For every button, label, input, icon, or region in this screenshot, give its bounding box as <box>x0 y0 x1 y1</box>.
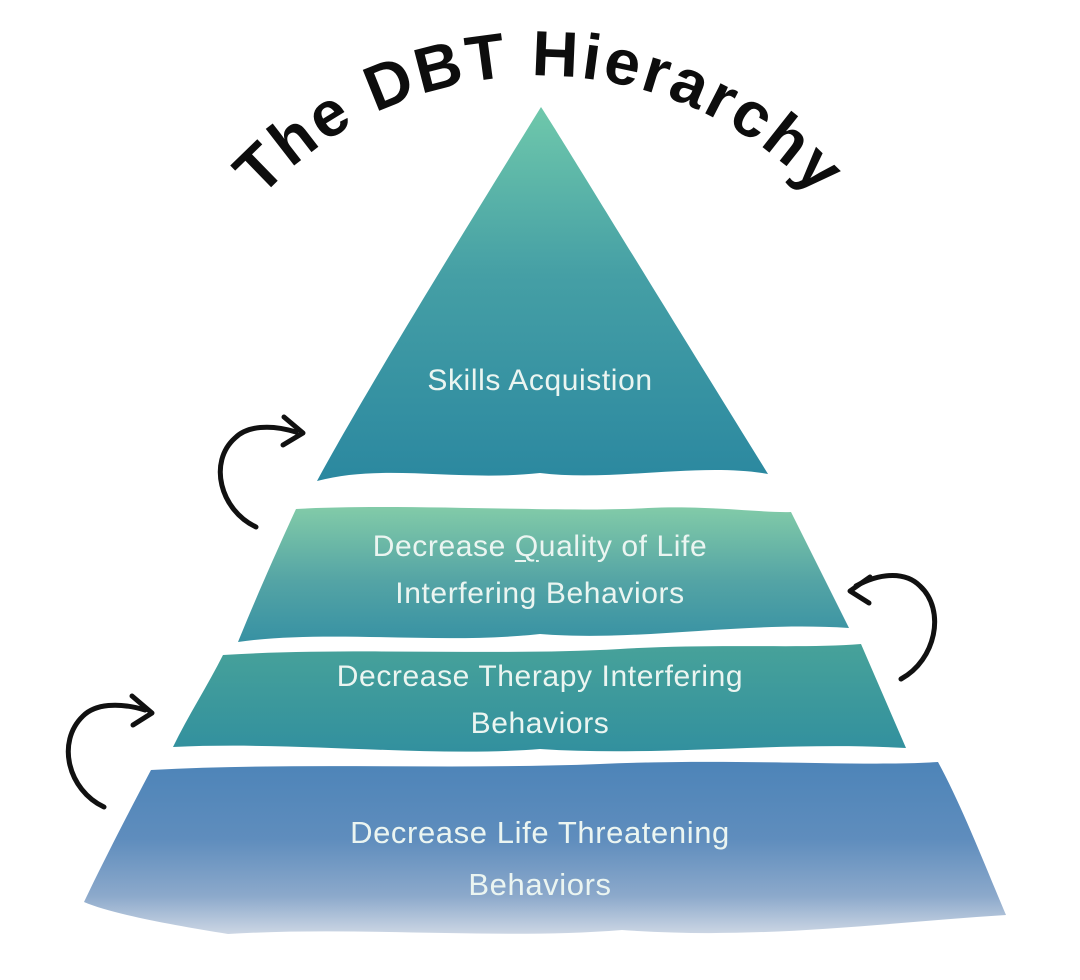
curved-arrow-top-left-icon <box>217 414 306 530</box>
pyramid-level-1-shape <box>317 107 768 481</box>
curved-arrow-right-icon <box>847 573 938 682</box>
pyramid-level-2-shape <box>238 507 849 642</box>
pyramid-level-3-shape <box>173 644 906 752</box>
pyramid-level-4-shape <box>84 761 1006 934</box>
curved-arrow-bottom-left-icon <box>65 693 155 810</box>
